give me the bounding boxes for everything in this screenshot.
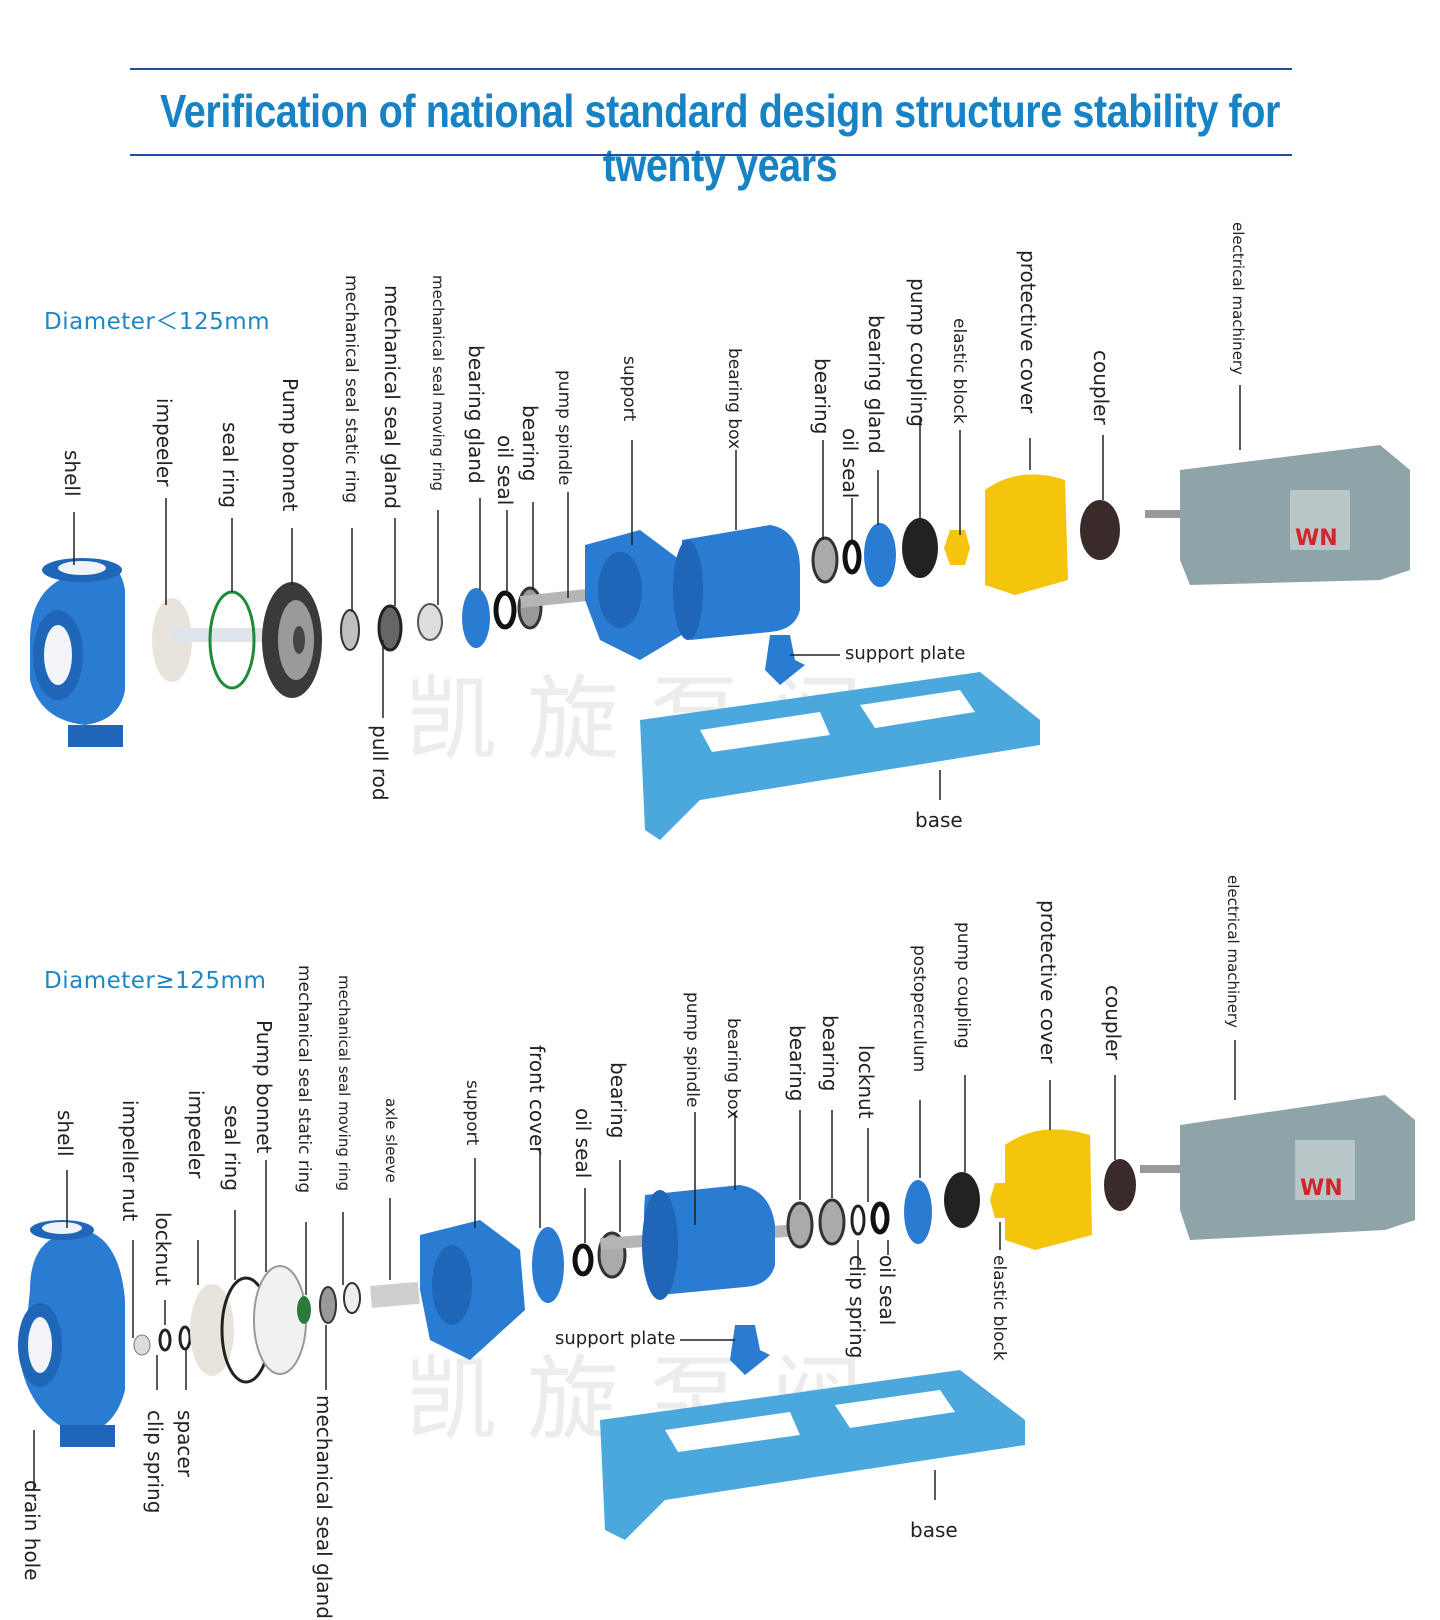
bottom-base xyxy=(600,1370,1025,1540)
label-pump-bonnet-b: Pump bonnet xyxy=(252,1020,276,1154)
label-bearing-box-b: bearing box xyxy=(723,1018,743,1120)
label-shell-b: shell xyxy=(53,1110,77,1157)
bottom-support-plate xyxy=(730,1325,770,1375)
label-elastic-block-b: elastic block xyxy=(989,1255,1009,1361)
label-support-b: support xyxy=(462,1080,482,1146)
top-seal-rings xyxy=(340,586,543,652)
bottom-front-parts xyxy=(133,1265,420,1384)
label-mech-seal-moving-ring-b: mechanical seal moving ring xyxy=(335,975,353,1191)
label-coupler: coupler xyxy=(1089,350,1113,425)
title-rule-bottom xyxy=(130,154,1292,156)
label-mech-seal-static-ring: mechanical seal static ring xyxy=(341,275,361,504)
label-pump-spindle-b: pump spindle xyxy=(682,992,702,1108)
top-rear-bearing-parts xyxy=(811,518,970,587)
top-shell xyxy=(30,558,125,747)
label-pump-bonnet: Pump bonnet xyxy=(278,378,302,512)
label-mech-seal-gland-b: mechanical seal gland xyxy=(312,1395,336,1619)
label-impeeler: impeeler xyxy=(152,398,176,487)
label-bearing-gland-2: bearing gland xyxy=(864,315,888,454)
label-electrical-machinery-b: electrical machinery xyxy=(1224,875,1242,1028)
label-support-plate: support plate xyxy=(845,643,966,664)
bottom-protective-cover xyxy=(1005,1129,1092,1250)
label-mech-seal-static-ring-b: mechanical seal static ring xyxy=(294,965,314,1194)
top-base xyxy=(640,672,1040,840)
top-support-plate xyxy=(765,635,805,685)
label-base-b: base xyxy=(910,1518,958,1542)
label-mech-seal-gland: mechanical seal gland xyxy=(380,285,404,509)
label-pump-spindle: pump spindle xyxy=(554,370,574,486)
label-axle-sleeve: axle sleeve xyxy=(382,1098,400,1183)
label-bearing-2: bearing xyxy=(810,358,834,435)
bottom-motor-badge: WN xyxy=(1300,1176,1343,1201)
bottom-support xyxy=(420,1220,525,1360)
label-protective-cover-b: protective cover xyxy=(1036,900,1060,1064)
label-elastic-block: elastic block xyxy=(949,318,969,424)
label-oil-seal-2: oil seal xyxy=(838,428,862,499)
label-bearing-1: bearing xyxy=(518,405,542,482)
label-front-cover: front cover xyxy=(525,1045,549,1155)
top-protective-cover xyxy=(985,474,1068,595)
section-title-small-diameter: Diameter＜125mm xyxy=(44,309,271,335)
label-impeeler-b: impeeler xyxy=(184,1090,208,1179)
label-bearing-1-b: bearing xyxy=(606,1062,630,1139)
page-title: Verification of national standard design… xyxy=(160,85,1280,191)
top-electrical-machinery: WN xyxy=(1145,445,1410,585)
label-drain-hole: drain hole xyxy=(20,1480,44,1581)
title-rule-top xyxy=(130,68,1292,70)
label-oil-seal-1: oil seal xyxy=(493,435,517,506)
label-support-plate-b: support plate xyxy=(555,1328,676,1349)
label-oil-seal-2-b: oil seal xyxy=(875,1255,899,1326)
label-electrical-machinery: electrical machinery xyxy=(1229,222,1247,375)
label-postoperculum: postoperculum xyxy=(909,945,929,1073)
bottom-bearing-box xyxy=(600,1185,801,1300)
top-motor-badge: WN xyxy=(1295,526,1338,551)
label-seal-ring: seal ring xyxy=(218,422,242,509)
label-pull-rod: pull rod xyxy=(368,725,392,801)
top-coupler xyxy=(1080,500,1120,560)
leader-lines xyxy=(33,385,1241,1500)
label-locknut-1: locknut xyxy=(151,1212,175,1286)
label-seal-ring-b: seal ring xyxy=(220,1105,244,1192)
bottom-rear-parts xyxy=(786,1172,1015,1249)
label-bearing-gland-1: bearing gland xyxy=(464,345,488,484)
top-bearing-box xyxy=(673,525,800,640)
label-protective-cover: protective cover xyxy=(1016,250,1040,414)
label-impeller-nut: impeller nut xyxy=(118,1100,142,1222)
bottom-coupler xyxy=(1104,1159,1136,1211)
label-base: base xyxy=(915,808,963,832)
label-bearing-2-b: bearing xyxy=(785,1025,809,1102)
section-title-large-diameter: Diameter≥125mm xyxy=(44,968,267,994)
label-coupler-b: coupler xyxy=(1101,985,1125,1060)
top-support xyxy=(585,530,690,660)
label-pump-coupling-b: pump coupling xyxy=(953,922,973,1049)
label-bearing-3-b: bearing xyxy=(818,1015,842,1092)
label-spacer: spacer xyxy=(173,1410,197,1477)
label-pump-coupling: pump coupling xyxy=(906,278,930,427)
label-shell: shell xyxy=(60,450,84,497)
label-oil-seal-1-b: oil seal xyxy=(571,1108,595,1179)
label-clip-spring-1: clip spring xyxy=(143,1410,167,1514)
label-mech-seal-moving-ring: mechanical seal moving ring xyxy=(429,275,447,491)
label-clip-spring-2: clip spring xyxy=(845,1255,869,1359)
bottom-electrical-machinery: WN xyxy=(1140,1095,1415,1240)
label-locknut-2: locknut xyxy=(854,1045,878,1119)
bottom-shell xyxy=(18,1220,125,1447)
top-pump-bonnet xyxy=(262,582,322,698)
label-support: support xyxy=(619,356,639,422)
label-bearing-box: bearing box xyxy=(724,348,744,450)
